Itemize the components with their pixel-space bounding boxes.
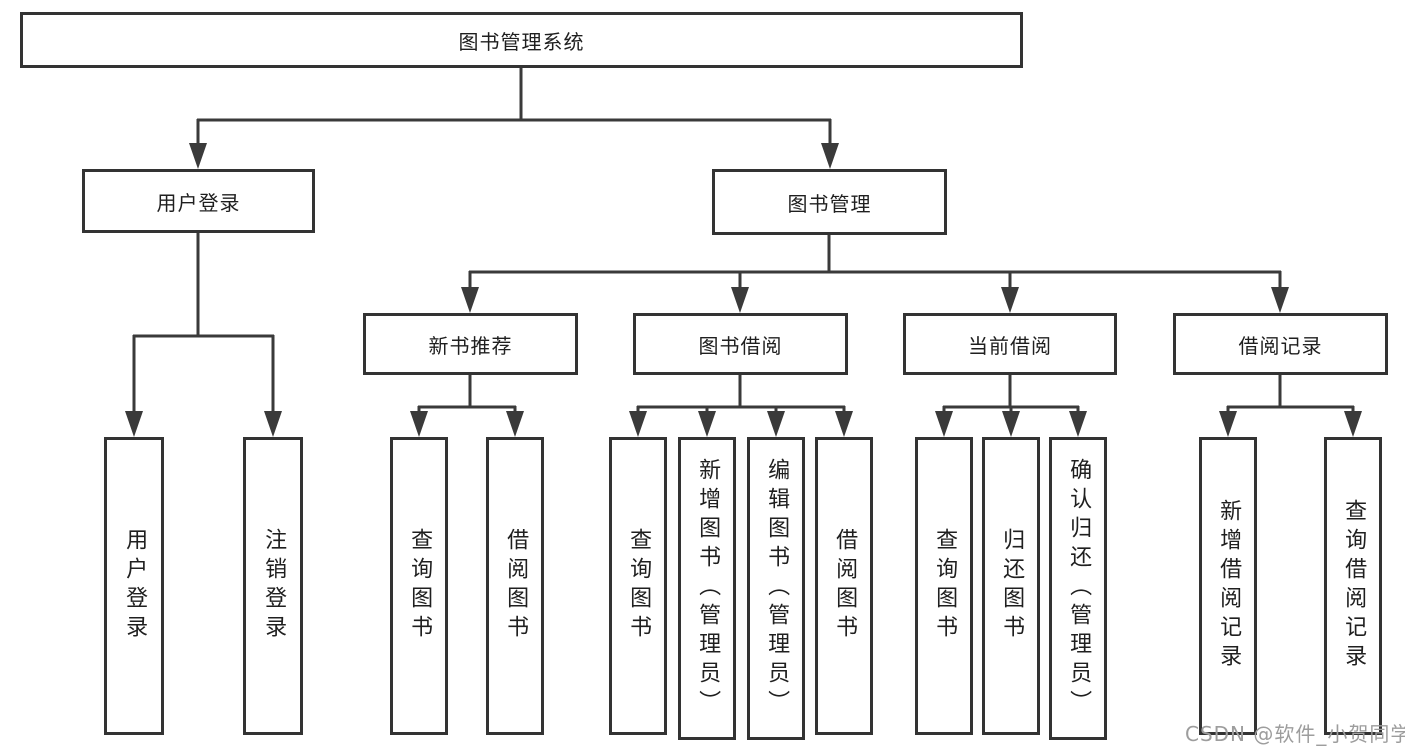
leaf-return-books-label: 归还图书 [999, 528, 1025, 644]
leaf-return-books: 归还图书 [982, 437, 1040, 735]
leaf-add-books-admin-label: 新增图书（管理员） [695, 458, 721, 719]
leaf-confirm-return-admin: 确认归还（管理员） [1049, 437, 1107, 740]
leaf-user-login-label: 用户登录 [122, 528, 148, 644]
csdn-watermark: CSDN @软件_小贺同学 [1185, 722, 1405, 746]
leaf-add-borrow-record: 新增借阅记录 [1199, 437, 1257, 735]
leaf-borrow-books-recommend-label: 借阅图书 [503, 528, 529, 644]
leaf-query-books-recommend-label: 查询图书 [407, 528, 433, 644]
leaf-query-books-borrowing-label: 查询图书 [626, 528, 652, 644]
node-borrowing-records: 借阅记录 [1173, 313, 1388, 375]
leaf-borrow-books-borrowing-label: 借阅图书 [832, 528, 858, 644]
leaf-logout: 注销登录 [243, 437, 303, 735]
node-user-login-branch: 用户登录 [82, 169, 315, 233]
leaf-borrow-books-recommend: 借阅图书 [486, 437, 544, 735]
leaf-query-borrow-record: 查询借阅记录 [1324, 437, 1382, 735]
node-book-management-branch: 图书管理 [712, 169, 947, 235]
leaf-query-books-current: 查询图书 [915, 437, 973, 735]
leaf-user-login: 用户登录 [104, 437, 164, 735]
leaf-edit-books-admin: 编辑图书（管理员） [747, 437, 805, 740]
node-new-book-recommendation: 新书推荐 [363, 313, 578, 375]
leaf-logout-label: 注销登录 [261, 528, 287, 644]
leaf-query-borrow-record-label: 查询借阅记录 [1341, 499, 1367, 673]
leaf-edit-books-admin-label: 编辑图书（管理员） [764, 458, 790, 719]
node-book-borrowing: 图书借阅 [633, 313, 848, 375]
leaf-query-books-recommend: 查询图书 [390, 437, 448, 735]
leaf-confirm-return-admin-label: 确认归还（管理员） [1066, 458, 1092, 719]
leaf-borrow-books-borrowing: 借阅图书 [815, 437, 873, 735]
node-current-borrowing: 当前借阅 [903, 313, 1117, 375]
leaf-add-books-admin: 新增图书（管理员） [678, 437, 736, 740]
node-library-management-system: 图书管理系统 [20, 12, 1023, 68]
leaf-add-borrow-record-label: 新增借阅记录 [1216, 499, 1242, 673]
leaf-query-books-borrowing: 查询图书 [609, 437, 667, 735]
leaf-query-books-current-label: 查询图书 [932, 528, 958, 644]
